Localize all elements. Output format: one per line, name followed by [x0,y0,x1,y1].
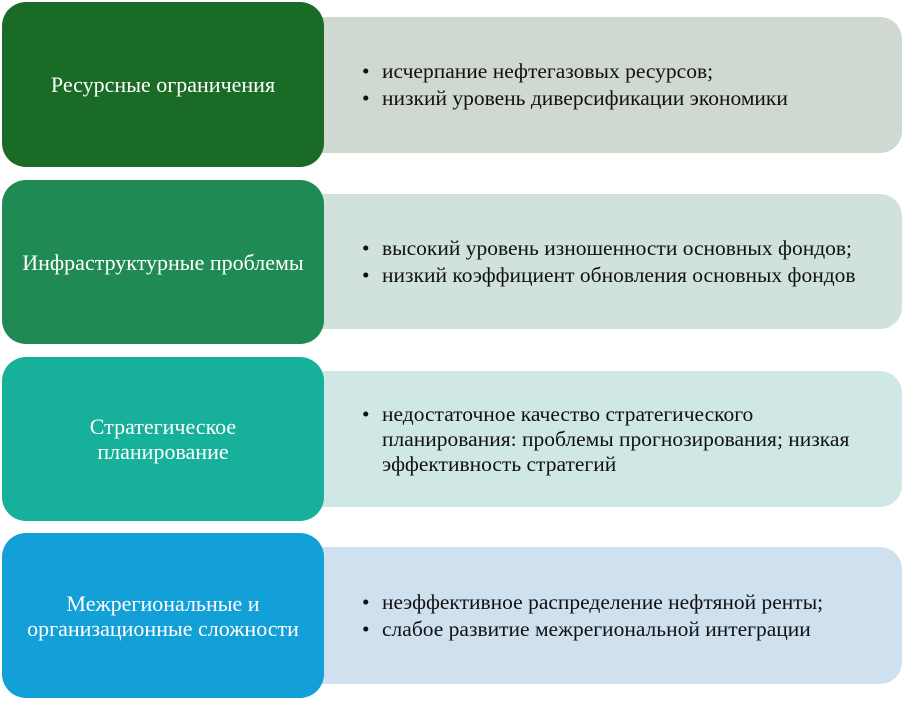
bullet-item: недостаточное качество стратегического п… [362,402,882,477]
category-box: Межрегиональные и организационные сложно… [2,533,324,698]
bullet-item: слабое развитие межрегиональной интеграц… [362,617,882,642]
details-box: высокий уровень изношенности основных фо… [318,194,902,329]
bullet-item: низкий коэффициент обновления основных ф… [362,263,882,288]
category-box: Инфраструктурные проблемы [2,180,324,344]
bullet-item: низкий уровень диверсификации экономики [362,86,882,111]
bullet-item: исчерпание нефтегазовых ресурсов; [362,59,882,84]
bullet-list: высокий уровень изношенности основных фо… [362,234,882,290]
details-box: неэффективное распределение нефтяной рен… [318,547,902,684]
category-box: Стратегическое планирование [2,357,324,521]
bullet-list: неэффективное распределение нефтяной рен… [362,588,882,644]
bullet-list: недостаточное качество стратегического п… [362,400,882,479]
bullet-list: исчерпание нефтегазовых ресурсов; низкий… [362,57,882,113]
details-box: недостаточное качество стратегического п… [318,371,902,507]
details-box: исчерпание нефтегазовых ресурсов; низкий… [318,17,902,153]
bullet-item: неэффективное распределение нефтяной рен… [362,590,882,615]
category-box: Ресурсные ограничения [2,2,324,167]
bullet-item: высокий уровень изношенности основных фо… [362,236,882,261]
